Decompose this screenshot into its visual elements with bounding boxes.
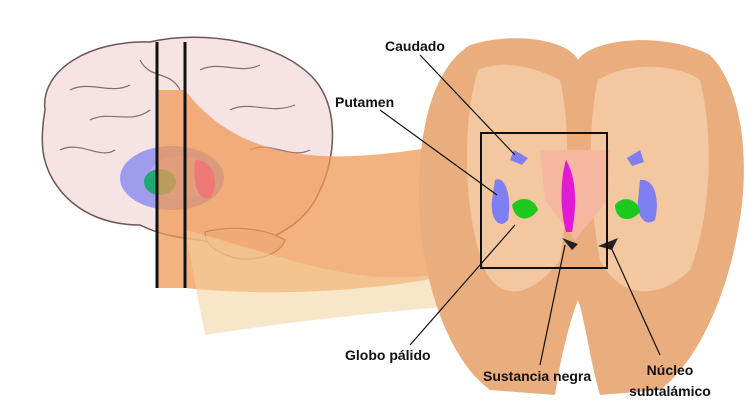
label-substantia-nigra: Sustancia negra xyxy=(483,368,592,384)
projection-fan xyxy=(157,90,482,293)
label-caudate: Caudado xyxy=(385,38,445,54)
label-subthalamic-nucleus: Núcleo subtalámico xyxy=(620,360,720,402)
leader-lines xyxy=(379,54,661,366)
coronal-section xyxy=(419,38,744,395)
label-putamen: Putamen xyxy=(335,94,395,110)
zoom-box xyxy=(480,132,608,269)
label-globus-pallidus: Globo pálido xyxy=(345,347,431,363)
label-subthalamic-line2: subtalámico xyxy=(629,383,711,399)
label-subthalamic-line1: Núcleo xyxy=(646,362,694,378)
